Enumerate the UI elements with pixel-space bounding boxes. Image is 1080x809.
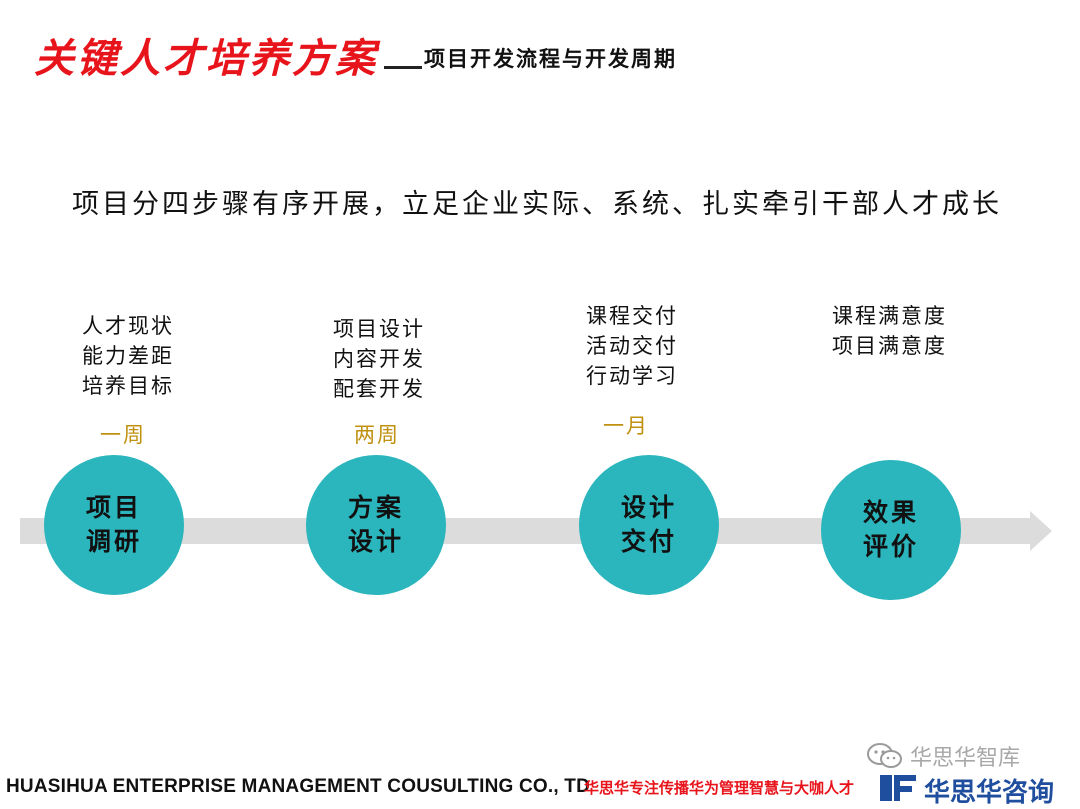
footer-company-en: HUASIHUA ENTERPRISE MANAGEMENT COUSULTIN… [6,776,591,797]
step-note: 培养目标 [82,374,174,398]
step-2-label: 方案设计 [347,493,404,556]
step-4-notes: 课程满意度 项目满意度 [832,301,947,361]
logo-text: 华思华咨询 [924,778,1055,808]
title-dash [384,66,422,69]
step-1-circle: 项目调研 [44,455,184,595]
step-1-notes: 人才现状 能力差距 培养目标 [82,311,174,401]
step-1-label: 项目调研 [85,493,142,556]
title-main: 关键人才培养方案 [34,35,378,82]
step-3-label: 设计交付 [620,493,677,556]
step-2-notes: 项目设计 内容开发 配套开发 [333,314,425,404]
step-3-notes: 课程交付 活动交付 行动学习 [586,301,678,391]
step-note: 课程满意度 [832,304,947,328]
step-note: 能力差距 [82,344,174,368]
step-note: 项目满意度 [832,334,947,358]
step-1-duration: 一周 [100,423,146,447]
step-4-circle: 效果评价 [821,460,961,600]
step-note: 人才现状 [82,314,174,338]
step-4-label: 效果评价 [862,498,919,561]
step-note: 项目设计 [333,317,425,341]
footer: HUASIHUA ENTERPRISE MANAGEMENT COUSULTIN… [0,768,1080,807]
step-3-duration: 一月 [603,414,649,438]
wechat-icon [866,742,904,774]
step-note: 内容开发 [333,347,425,371]
title-sub: 项目开发流程与开发周期 [424,46,677,71]
step-2-circle: 方案设计 [306,455,446,595]
footer-logo: 华思华咨询 [878,769,1078,808]
timeline-arrow-head [1030,511,1052,551]
step-note: 课程交付 [586,304,678,328]
step-2-duration: 两周 [354,423,400,447]
step-note: 行动学习 [586,364,678,388]
huasihua-logo-icon [878,773,918,807]
step-3-circle: 设计交付 [579,455,719,595]
slide-subtitle: 项目分四步骤有序开展，立足企业实际、系统、扎实牵引干部人才成长 [72,189,1002,220]
step-note: 配套开发 [333,377,425,401]
step-note: 活动交付 [586,334,678,358]
footer-slogan-cn: 华思华专注传播华为管理智慧与大咖人才 [584,779,855,797]
watermark-text: 华思华智库 [910,746,1021,771]
slide-title: 关键人才培养方案 项目开发流程与开发周期 [34,26,677,84]
